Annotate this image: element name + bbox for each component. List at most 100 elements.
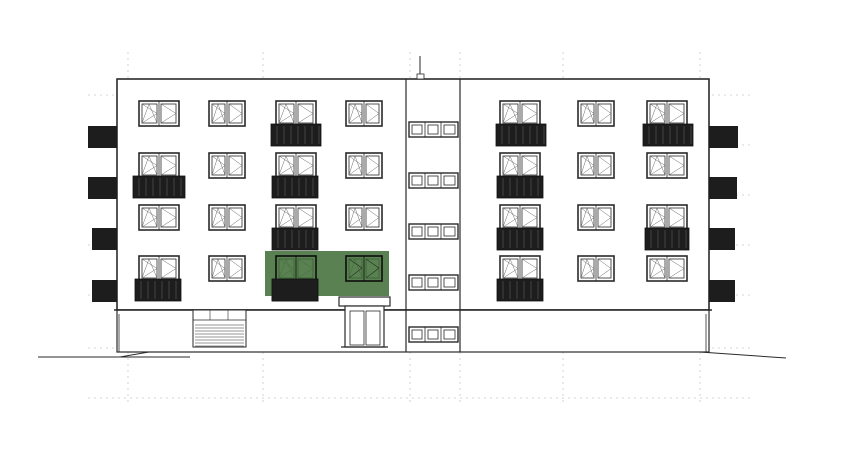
window: [496, 204, 544, 251]
window-swing-line: [278, 155, 295, 176]
window-swing-line: [348, 207, 363, 228]
window: [345, 152, 383, 179]
window-swing-line: [580, 103, 595, 124]
window: [577, 100, 615, 127]
window-swing-line: [278, 103, 295, 124]
side-balcony: [92, 280, 117, 302]
window-swing-line: [580, 103, 595, 124]
stair-window: [408, 121, 459, 138]
window: [132, 152, 186, 199]
window-swing-line: [211, 103, 226, 124]
stair-window-pane: [427, 124, 439, 135]
window-swing-line: [580, 207, 595, 228]
window-swing-line: [597, 155, 612, 176]
stair-window-pane: [443, 329, 456, 340]
window: [208, 204, 246, 231]
window-swing-line: [668, 155, 685, 176]
window-swing-line: [211, 207, 226, 228]
window-swing-line: [502, 258, 519, 279]
window: [577, 204, 615, 231]
window: [577, 152, 615, 179]
window-swing-line: [348, 155, 363, 176]
stair-window-pane: [411, 226, 423, 237]
stair-window-pane: [427, 226, 439, 237]
window-swing-line: [211, 258, 226, 279]
entrance-door-left: [349, 310, 365, 346]
window-swing-line: [521, 155, 538, 176]
highlighted-window: [271, 255, 319, 302]
window-swing-line: [580, 258, 595, 279]
window-swing-line: [297, 103, 314, 124]
window-swing-line: [649, 155, 666, 176]
window-swing-line: [297, 207, 314, 228]
window: [577, 255, 615, 282]
window-swing-line: [348, 258, 363, 279]
window-swing-line: [141, 258, 158, 279]
window: [644, 204, 690, 251]
window-swing-line: [211, 258, 226, 279]
window-swing-line: [649, 258, 666, 279]
stair-window: [408, 172, 459, 189]
balcony-railing: [134, 278, 182, 302]
balcony-railing: [271, 278, 319, 302]
window-swing-line: [160, 103, 177, 124]
side-balcony: [88, 177, 117, 199]
window: [345, 100, 383, 127]
window-swing-line: [521, 258, 538, 279]
stair-window-pane: [411, 277, 423, 288]
window-swing-line: [211, 155, 226, 176]
window: [495, 100, 547, 147]
balcony-railing: [271, 227, 319, 251]
window-swing-line: [228, 258, 243, 279]
window-swing-line: [141, 207, 158, 228]
window: [208, 152, 246, 179]
window-swing-line: [521, 207, 538, 228]
window-swing-line: [649, 207, 666, 228]
entrance-door-right: [365, 310, 381, 346]
window: [496, 152, 544, 199]
balcony-railing: [496, 175, 544, 199]
window: [271, 204, 319, 251]
window-swing-line: [278, 207, 295, 228]
balcony-railing: [270, 123, 322, 147]
window: [138, 204, 180, 231]
window-swing-line: [597, 207, 612, 228]
stair-window-pane: [411, 329, 423, 340]
window-swing-line: [502, 155, 519, 176]
balcony-railing: [496, 278, 544, 302]
stair-window: [408, 223, 459, 240]
window-swing-line: [649, 258, 666, 279]
window-swing-line: [141, 155, 158, 176]
window: [646, 255, 688, 282]
window: [134, 255, 182, 302]
stair-window-pane: [443, 226, 456, 237]
side-balconies: [88, 126, 738, 302]
balcony-railing: [644, 227, 690, 251]
window-swing-line: [211, 155, 226, 176]
window-swing-line: [597, 103, 612, 124]
window-swing-line: [348, 103, 363, 124]
window-swing-line: [141, 258, 158, 279]
window-swing-line: [580, 155, 595, 176]
entrance-canopy: [338, 296, 391, 307]
balcony-railing: [132, 175, 186, 199]
window-swing-line: [580, 207, 595, 228]
window: [208, 100, 246, 127]
window: [345, 204, 383, 231]
entrance: [338, 296, 391, 348]
highlighted-window: [345, 255, 383, 282]
window-swing-line: [365, 207, 380, 228]
highlighted-apartment: [265, 251, 389, 302]
window: [270, 100, 322, 147]
balcony-railing: [642, 123, 694, 147]
window-swing-line: [348, 207, 363, 228]
balcony-railing: [495, 123, 547, 147]
window-swing-line: [365, 258, 380, 279]
side-balcony: [88, 126, 117, 148]
window-swing-line: [365, 103, 380, 124]
window: [138, 100, 180, 127]
window-swing-line: [502, 207, 519, 228]
side-balcony: [709, 228, 735, 250]
window: [496, 255, 544, 302]
